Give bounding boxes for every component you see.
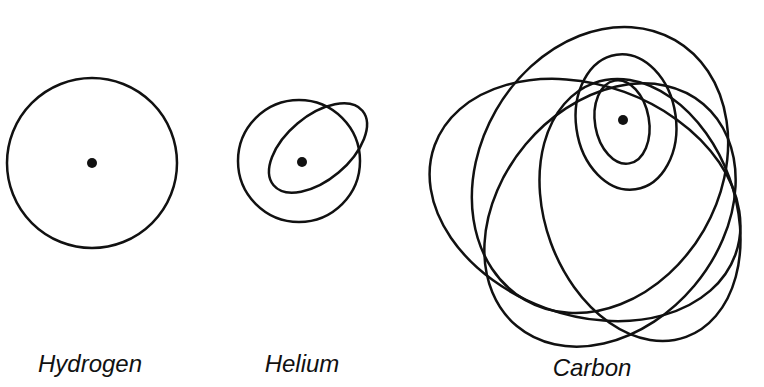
atom-label: Hydrogen — [38, 350, 142, 378]
electron-orbit — [238, 100, 360, 222]
electron-orbit — [567, 48, 685, 197]
nucleus — [87, 158, 97, 168]
electron-orbit — [505, 51, 764, 370]
nucleus — [297, 157, 307, 167]
electron-orbit — [421, 0, 764, 360]
nucleus — [618, 115, 628, 125]
electron-orbit — [7, 78, 177, 248]
electron-orbit — [253, 86, 383, 210]
electron-orbit — [588, 76, 656, 168]
atom-label: Carbon — [553, 354, 632, 382]
atom-label: Helium — [265, 350, 340, 378]
